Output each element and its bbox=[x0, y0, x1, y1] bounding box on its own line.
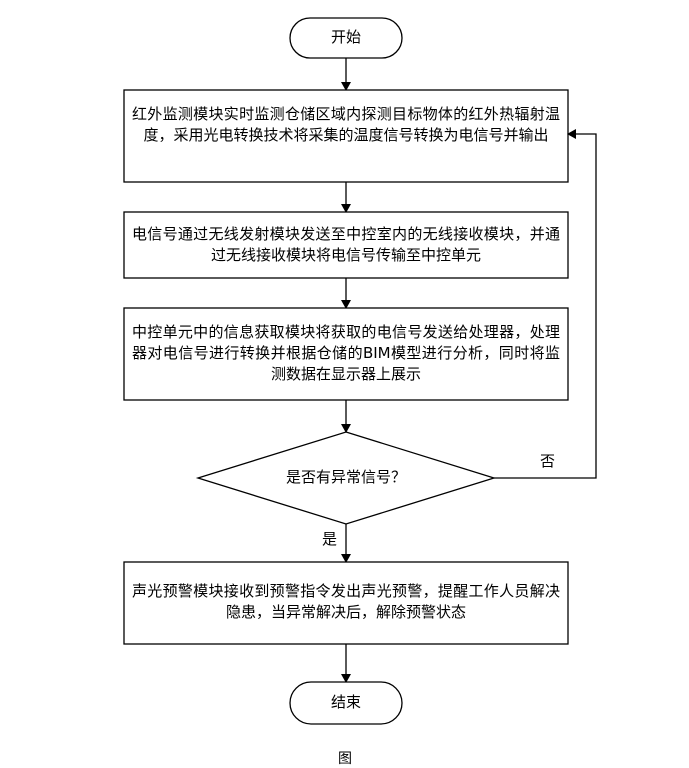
decision-text: 是否有异常信号？ bbox=[285, 468, 406, 486]
start-label: 开始 bbox=[330, 28, 361, 46]
end-terminal bbox=[289, 681, 403, 725]
process-text-4: 声光预警模块接收到预警指令发出声光预警，提醒工作人员解决隐患，当异常解决后，解除… bbox=[132, 582, 560, 621]
no-label: 否 bbox=[540, 452, 556, 470]
yes-label: 是 bbox=[322, 530, 338, 548]
figure-caption: 图 bbox=[338, 751, 352, 767]
process-text-2: 电信号通过无线发射模块发送至中控室内的无线接收模块，并通过无线接收模块将电信号传… bbox=[132, 225, 560, 264]
arrow-no-loop bbox=[494, 129, 597, 479]
process-text-3: 中控单元中的信息获取模块将获取的电信号发送给处理器，处理器对电信号进行转换并根据… bbox=[132, 323, 560, 383]
process-box-3 bbox=[123, 307, 569, 401]
process-box-1 bbox=[123, 89, 569, 183]
end-label: 结束 bbox=[330, 693, 361, 711]
process-text-1: 红外监测模块实时监测仓储区域内探测目标物体的红外热辐射温度，采用光电转换技术将采… bbox=[132, 105, 560, 144]
